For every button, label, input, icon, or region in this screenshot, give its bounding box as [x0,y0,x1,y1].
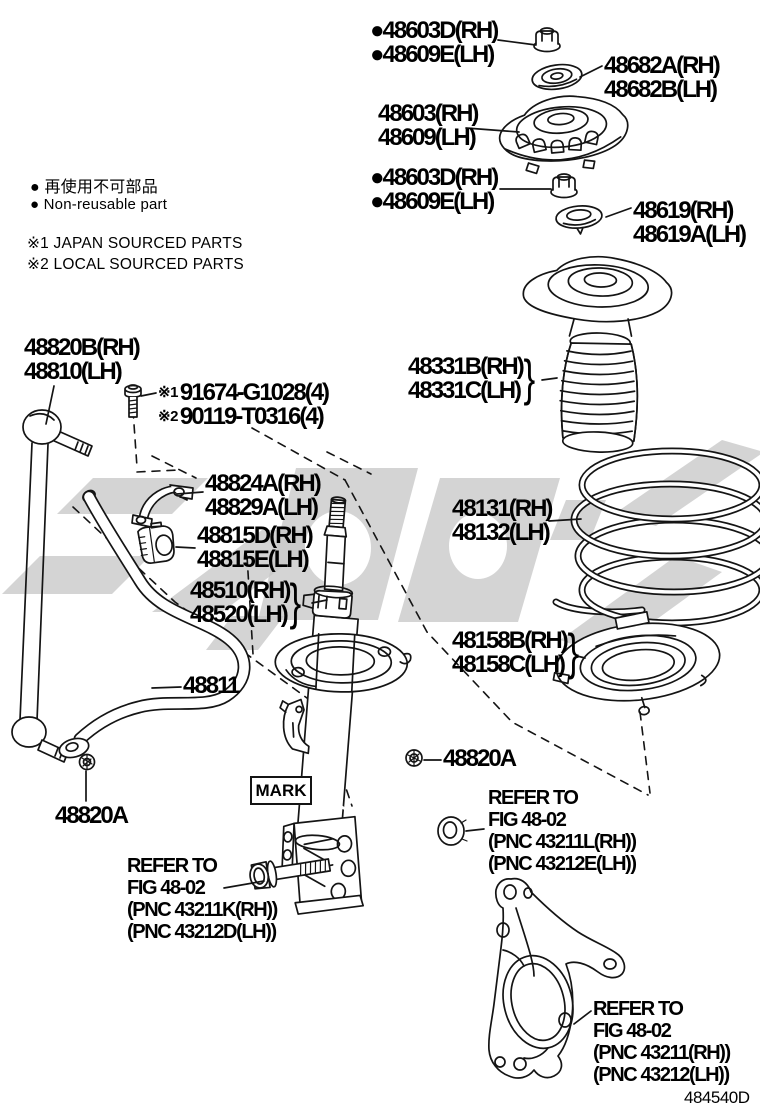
strut-spring-seat-plate [274,633,412,693]
legend-nonreusable-jp: ● 再使用不可部品 [30,173,158,197]
label-spring-seat: 48158B(RH)48158C(LH) } [452,623,581,680]
part-number: 48619A(LH) [633,220,747,248]
dust-seal [555,205,603,235]
legend-text: ※2 LOCAL SOURCED PARTS [27,256,244,273]
part-number: 91674-G1028(4) [179,379,330,406]
part-number: 48815D(RH) [197,522,314,549]
stabilizer-bushing [137,521,175,564]
label-coil-spring: 48131(RH)48132(LH) [452,495,553,546]
refer-text: (PNC 43212E(LH)) [488,853,637,875]
part-number: ●48603D(RH) [370,164,499,191]
suspension-support-mount [498,95,629,175]
part-number: 48510(RH) [190,577,291,604]
label-support-nut-top: ●48603D(RH)●48609E(LH) [370,17,499,68]
label-support-nut-mid: ●48603D(RH)●48609E(LH) [370,164,499,215]
mark-box: MARK [250,776,312,805]
part-number: 48331B(RH) [408,353,525,380]
part-number: 48820A [443,745,517,772]
label-brace: } [289,573,302,630]
support-nut-top [533,27,561,53]
label-stabilizer-link: 48820B(RH)48810(LH) [24,334,141,385]
label-nut-left: 48820A [55,802,129,829]
label-nut-mid: 48820A [443,745,517,772]
part-number: 48810(LH) [24,357,123,385]
refer-text: FIG 48-02 [593,1020,672,1042]
part-number: 48331C(LH) [408,376,522,404]
refer-text: FIG 48-02 [127,877,206,899]
spring-seat-lower [552,610,721,716]
part-number: 48829A(LH) [205,493,319,521]
refer-text: REFER TO [127,855,218,877]
sourcing-note: ※1 [158,384,178,401]
refer-text: REFER TO [593,998,684,1020]
drawing-number-text: 484540D [684,1088,750,1107]
support-nut-mid [550,173,578,199]
legend-text: ※1 JAPAN SOURCED PARTS [27,235,243,252]
part-number: 48158C(LH) [452,650,566,678]
label-stabilizer-bar: 48811 [183,672,240,699]
dust-cover-boot [522,255,673,453]
label-dust-seal: 48619(RH)48619A(LH) [633,197,747,248]
refer-text: (PNC 43211(RH)) [593,1042,731,1064]
stabilizer-link [11,409,93,763]
stabilizer-bracket [131,484,194,528]
bracket-bolt [124,384,142,418]
part-number: ●48609E(LH) [370,187,495,215]
part-number: 48811 [183,672,240,699]
grommet-washer [437,816,468,846]
refer-text: (PNC 43211L(RH)) [488,831,637,853]
label-stabilizer-bushing: 48815D(RH)48815E(LH) [197,522,314,573]
label-refer-left: REFER TO FIG 48-02 (PNC 43211K(RH)) (PNC… [127,855,278,943]
part-number: 90119-T0316(4) [179,402,325,430]
part-number: 48603(RH) [378,100,479,127]
legend-nonreusable-en: ● Non-reusable part [30,196,167,213]
legend-text: ● Non-reusable part [30,196,168,213]
stabilizer-bar [58,489,251,759]
suspension-support-bearing [531,63,583,91]
refer-text: (PNC 43211K(RH)) [127,899,278,921]
stabilizer-nut-left [78,753,96,771]
label-support: 48603(RH)48609(LH) [378,100,479,151]
part-number: 48682B(LH) [604,75,718,103]
part-number: 48682A(RH) [604,52,721,79]
part-number: ●48603D(RH) [370,17,499,44]
refer-text: (PNC 43212D(LH)) [127,921,277,943]
label-brace: } [567,623,579,680]
label-refer-knuckle: REFER TO FIG 48-02 (PNC 43211(RH)) (PNC … [593,998,731,1086]
part-number: 48132(LH) [452,518,551,546]
strut-clamp-hook [282,698,310,755]
label-stabilizer-bracket: 48824A(RH)48829A(LH) [205,470,322,521]
stabilizer-bar-eye [58,737,90,759]
part-number: ●48609E(LH) [370,40,495,68]
steering-knuckle [487,877,626,1079]
part-number: 48824A(RH) [205,470,322,497]
legend-japan-sourced: ※1 JAPAN SOURCED PARTS [27,234,243,253]
mark-text: MARK [255,780,307,800]
legend-local-sourced: ※2 LOCAL SOURCED PARTS [27,255,244,274]
legend-text: ● 再使用不可部品 [30,179,158,196]
part-number: 48158B(RH) [452,627,569,654]
refer-text: (PNC 43212(LH)) [593,1064,730,1086]
part-number: 48609(LH) [378,123,477,151]
label-dust-cover: 48331B(RH)48331C(LH) } [408,349,537,406]
refer-text: REFER TO [488,787,579,809]
part-number: 48131(RH) [452,495,553,522]
refer-text: FIG 48-02 [488,809,567,831]
sourcing-note: ※2 [158,407,178,425]
label-shock-absorber: 48510(RH)48520(LH) } [190,573,304,630]
drawing-number: 484540D [684,1088,750,1108]
part-number: 48820B(RH) [24,334,141,361]
label-brace: } [523,349,535,406]
part-number: 48520(LH) [190,600,289,628]
label-bearing: 48682A(RH)48682B(LH) [604,52,721,103]
label-refer-mid: REFER TO FIG 48-02 (PNC 43211L(RH)) (PNC… [488,787,637,875]
part-number: 48619(RH) [633,197,734,224]
stabilizer-nut-mid [405,749,423,767]
part-number: 48820A [55,802,129,829]
mark-callout-pointer [308,783,352,812]
part-number: 48815E(LH) [197,545,310,573]
leader-lines [45,39,632,1025]
